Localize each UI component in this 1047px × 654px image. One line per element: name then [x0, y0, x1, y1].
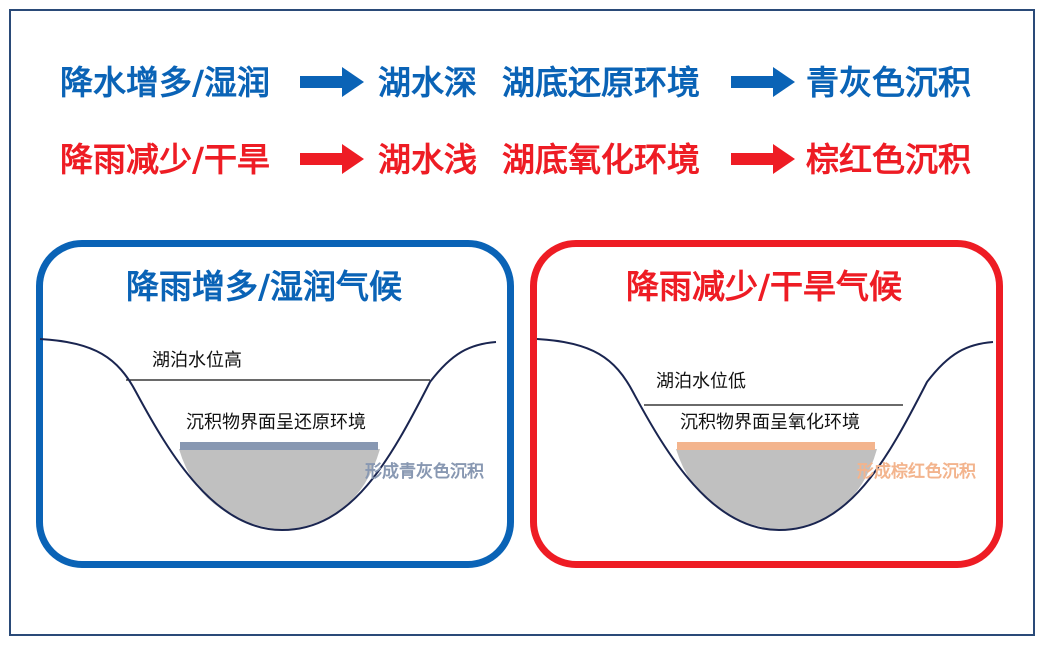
dry-oxidized-layer — [677, 442, 875, 450]
dry-water-level-label: 湖泊水位低 — [656, 371, 746, 392]
flow-wet-result: 青灰色沉积 — [806, 63, 971, 102]
flow-wet-lake: 湖水深 — [378, 63, 477, 102]
arrow-right-icon — [731, 144, 795, 174]
arrow-right-icon — [300, 67, 364, 97]
dry-interface-label: 沉积物界面呈氧化环境 — [680, 412, 860, 433]
flow-dry-result: 棕红色沉积 — [806, 140, 971, 179]
wet-basin — [39, 338, 497, 532]
wet-climate-panel — [36, 240, 514, 568]
flow-dry-environment: 湖底氧化环境 — [502, 140, 700, 179]
wet-sediment-label: 形成青灰色沉积 — [365, 462, 484, 482]
flow-dry-cause: 降雨减少/干旱 — [60, 140, 271, 179]
wet-reduced-layer — [180, 442, 378, 450]
flow-wet-cause: 降水增多/湿润 — [60, 63, 271, 102]
wet-panel-title: 降雨增多/湿润气候 — [126, 267, 403, 306]
dry-sediment-label: 形成棕红色沉积 — [857, 462, 976, 482]
arrow-right-icon — [731, 67, 795, 97]
flow-dry-lake: 湖水浅 — [378, 140, 477, 179]
arrow-right-icon — [300, 144, 364, 174]
wet-sediment-fill — [179, 449, 380, 530]
wet-basin-profile — [39, 338, 497, 532]
dry-sediment-fill — [676, 449, 877, 530]
wet-water-level-label: 湖泊水位高 — [152, 350, 242, 371]
dry-climate-panel — [530, 240, 1003, 568]
dry-basin-profile — [536, 338, 994, 532]
flow-wet-environment: 湖底还原环境 — [502, 63, 700, 102]
dry-panel-title: 降雨减少/干旱气候 — [626, 267, 903, 306]
outer-frame — [9, 9, 1035, 636]
dry-basin — [536, 338, 994, 532]
wet-interface-label: 沉积物界面呈还原环境 — [186, 412, 366, 433]
